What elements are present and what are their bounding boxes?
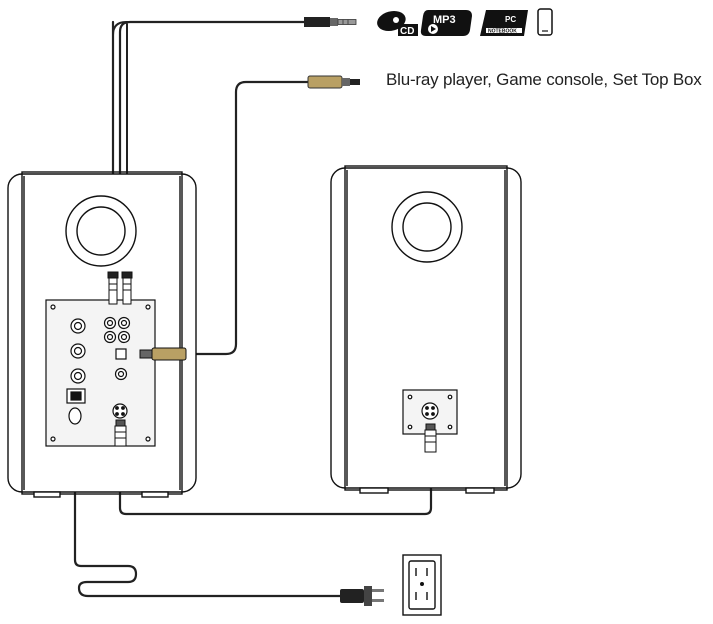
cables (73, 20, 433, 598)
cd-label: CD (400, 26, 414, 37)
rca-plugs (107, 271, 133, 305)
optical-plug-top (307, 75, 360, 89)
speaker-link-cable (118, 444, 433, 516)
optical-plug-speaker (139, 347, 187, 361)
cd-icon: CD (377, 11, 418, 37)
mp3-icon: MP3 (420, 10, 472, 36)
mp3-label: MP3 (433, 14, 456, 26)
left-speaker-driver (65, 195, 137, 267)
notebook-label: NOTEBOOK (488, 29, 517, 35)
link-plug-right (424, 423, 437, 453)
power-plug (340, 586, 384, 606)
aux-plug (304, 17, 357, 27)
left-speaker-rear-panel (45, 299, 156, 447)
pc-label: PC (505, 15, 516, 24)
right-speaker (330, 165, 522, 494)
right-speaker-driver (391, 191, 463, 263)
wall-outlet-icon (402, 554, 442, 616)
phone-icon (537, 8, 553, 36)
pc-notebook-icon: PC NOTEBOOK (480, 10, 528, 36)
optical-cable (184, 80, 310, 356)
power-cable (73, 413, 342, 598)
link-plug-left (114, 419, 127, 447)
source-devices-caption: Blu-ray player, Game console, Set Top Bo… (386, 70, 702, 89)
